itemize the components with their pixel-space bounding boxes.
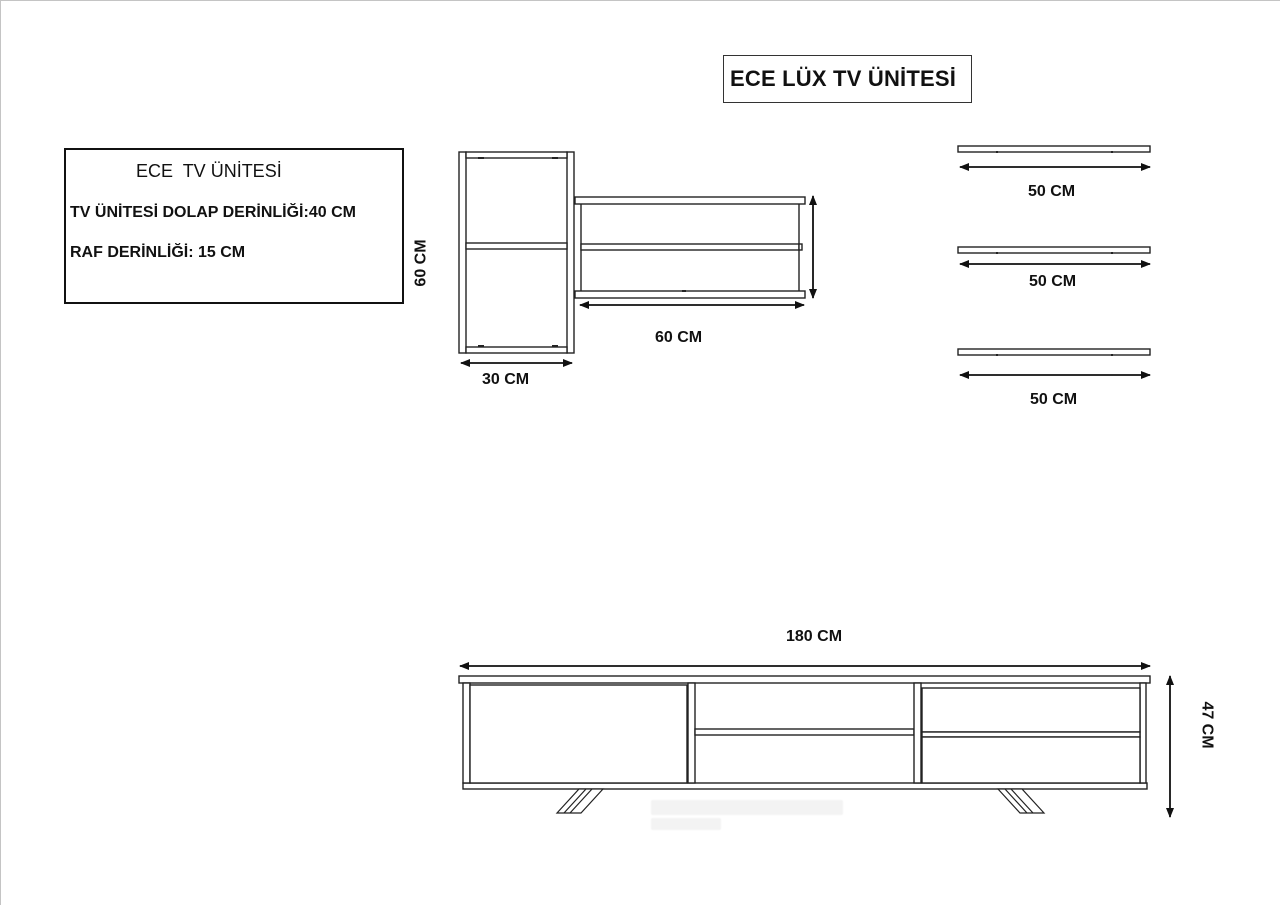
horizontal-cabinet-width-label: 60 CM xyxy=(655,329,703,346)
tall-cabinet-width-label: 30 CM xyxy=(482,371,530,388)
info-box: ECE TV ÜNİTESİ TV ÜNİTESİ DOLAP DERİNLİĞ… xyxy=(64,148,404,304)
info-box-title: ECE TV ÜNİTESİ xyxy=(136,161,282,181)
cabinet-depth-text: TV ÜNİTESİ DOLAP DERİNLİĞİ:40 CM xyxy=(70,204,356,221)
faint-artifact xyxy=(651,818,721,830)
wall-shelf-1 xyxy=(957,145,1151,153)
shelf-2-width-label: 50 CM xyxy=(1029,273,1077,290)
tv-stand-leg-left xyxy=(555,788,605,814)
shelf-1-width-label: 50 CM xyxy=(1028,183,1076,200)
wall-shelf-3 xyxy=(957,348,1151,356)
horizontal-wall-cabinet xyxy=(574,196,806,299)
tv-stand xyxy=(458,675,1151,790)
page-border-left xyxy=(0,0,1,905)
shelf-depth-text: RAF DERİNLİĞİ: 15 CM xyxy=(70,244,246,261)
wall-shelf-2 xyxy=(957,246,1151,254)
tall-cabinet-height-label: 60 CM xyxy=(412,239,430,287)
document-title-box: ECE LÜX TV ÜNİTESİ xyxy=(723,55,972,103)
tv-stand-height-label: 47 CM xyxy=(1198,701,1216,749)
tv-stand-width-label: 180 CM xyxy=(786,628,843,645)
shelf-3-width-label: 50 CM xyxy=(1030,391,1078,408)
tall-wall-cabinet xyxy=(458,151,575,354)
page-border-top xyxy=(0,0,1280,1)
faint-artifact xyxy=(651,800,843,815)
document-title: ECE LÜX TV ÜNİTESİ xyxy=(730,66,957,91)
tv-stand-leg-right xyxy=(996,788,1046,814)
